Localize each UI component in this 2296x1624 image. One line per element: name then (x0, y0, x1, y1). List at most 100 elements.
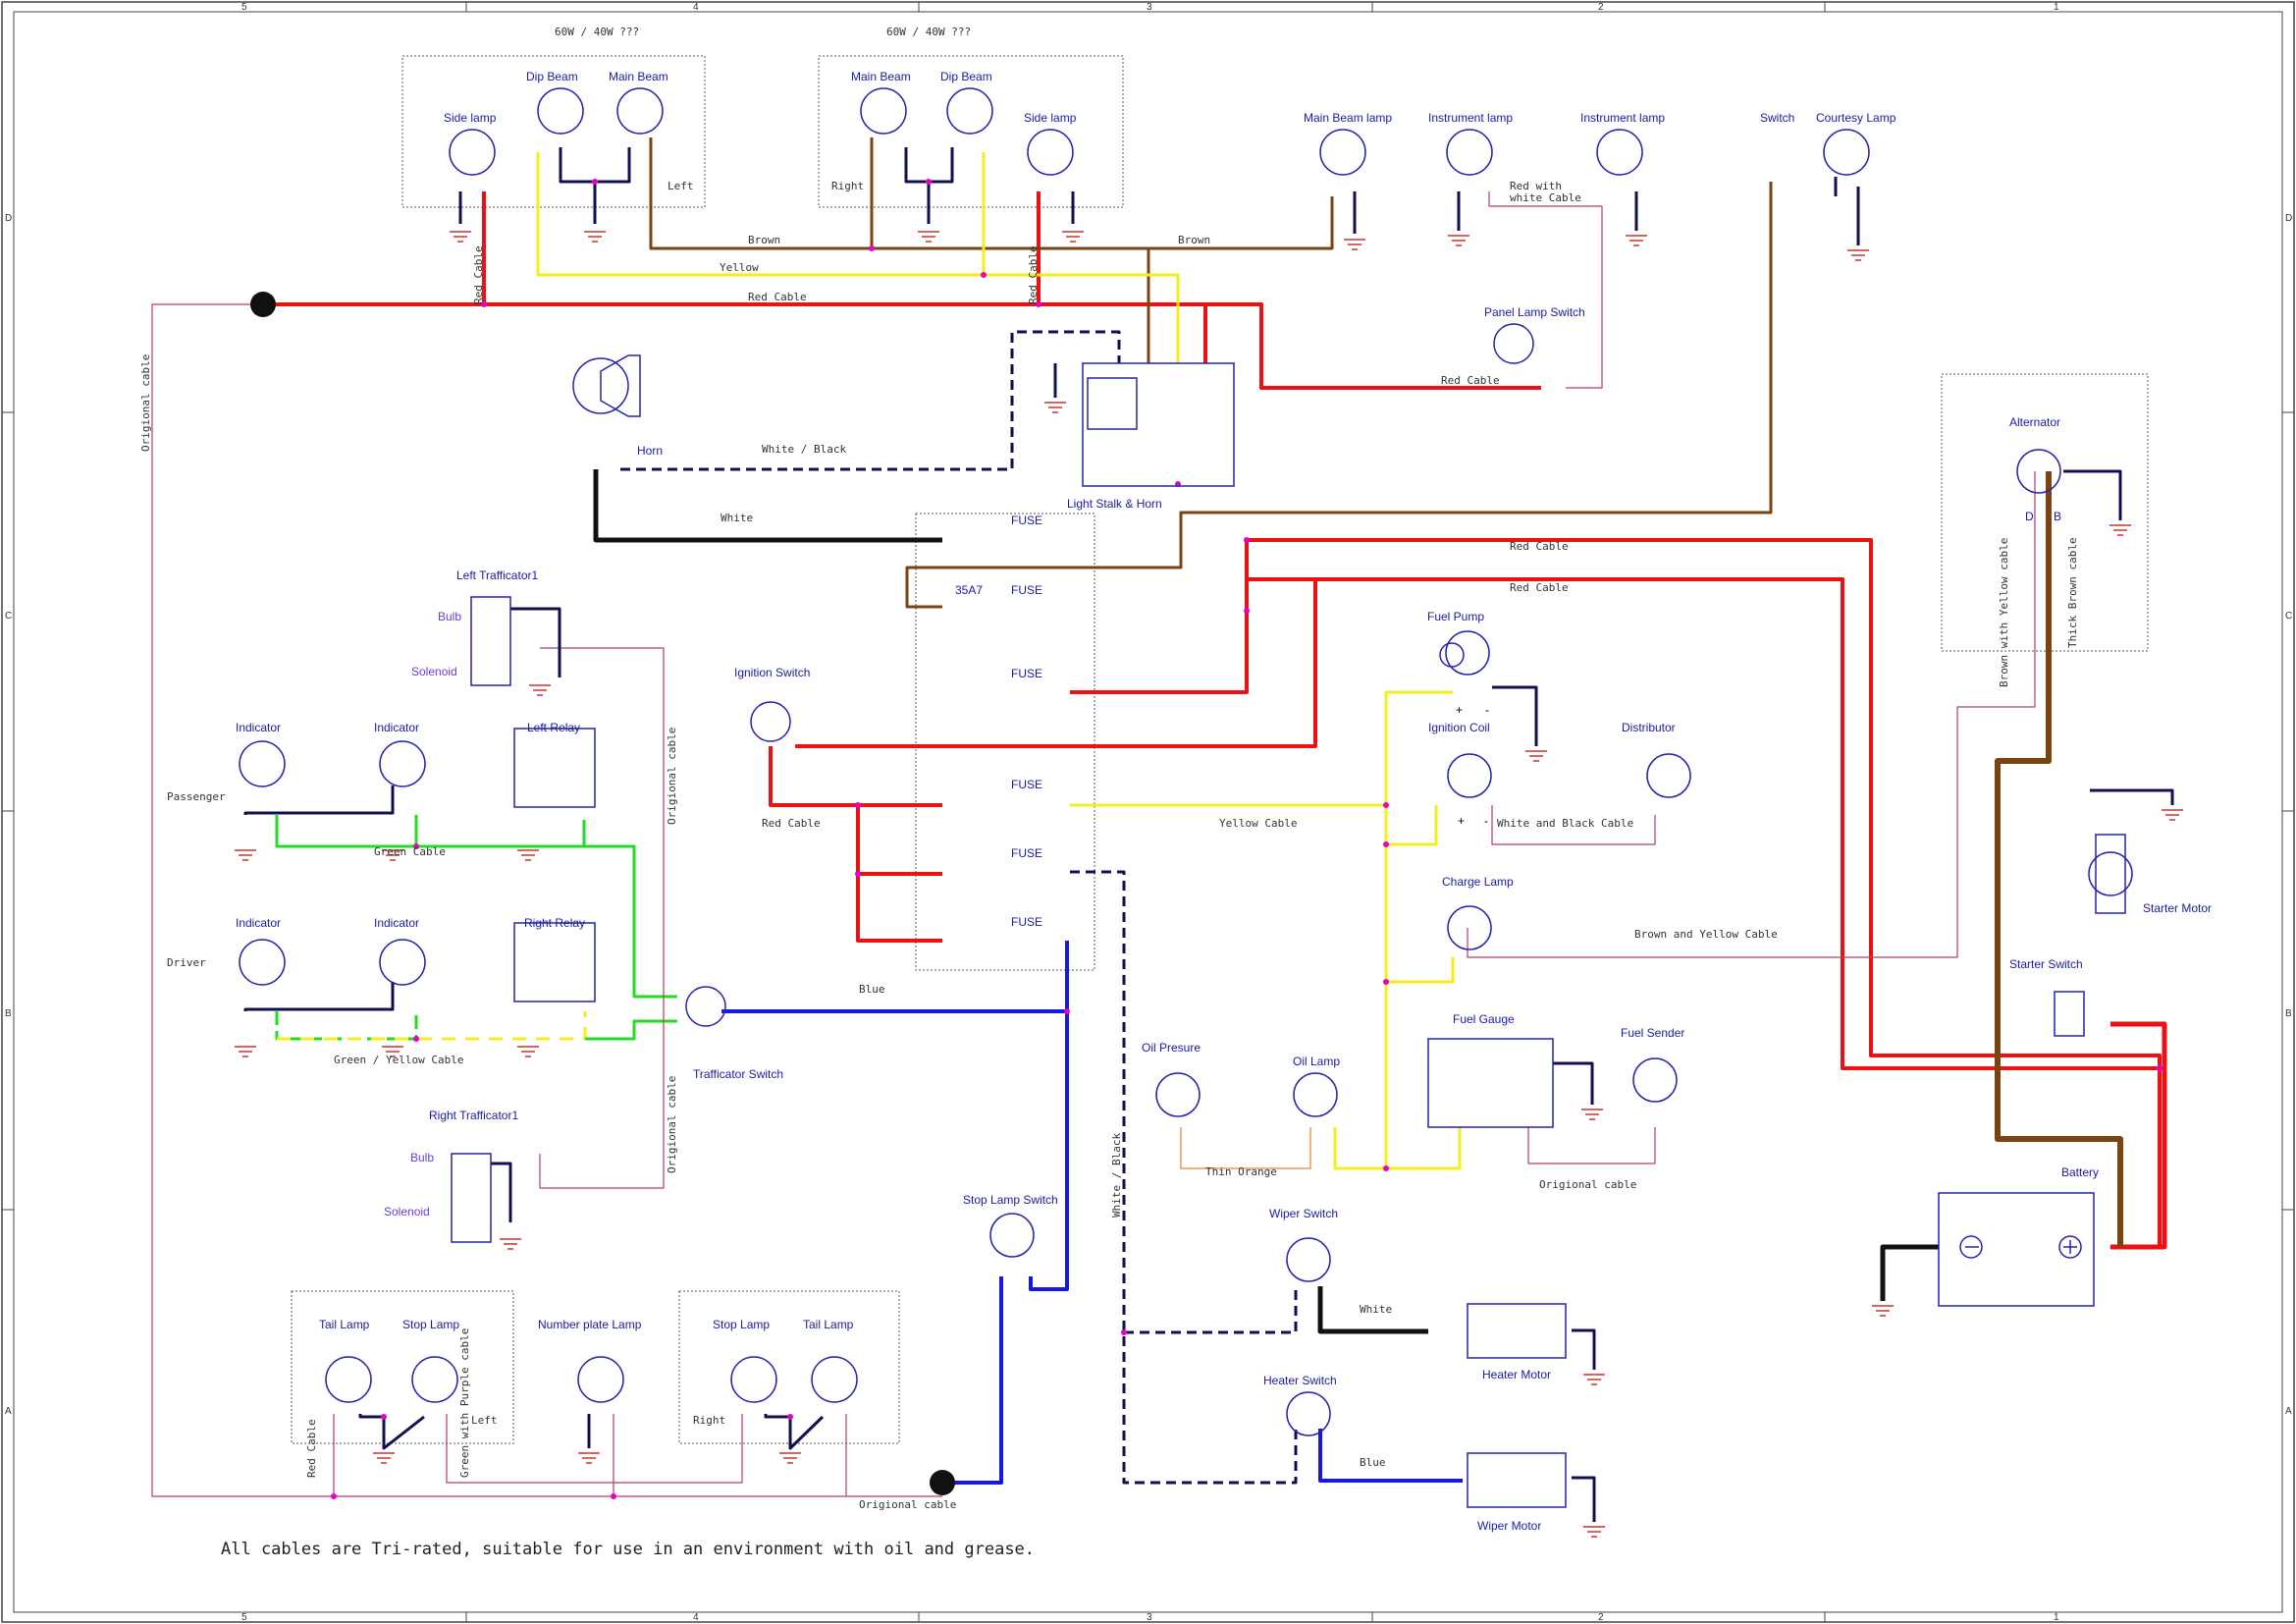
grounds (235, 231, 2183, 1538)
fuse-label: FUSE (1011, 583, 1042, 597)
indicator-label: Indicator (374, 916, 419, 930)
passenger-label: Passenger (167, 790, 226, 803)
cable-original-label: Origional cable (666, 728, 678, 825)
oil-lamp-label: Oil Lamp (1293, 1055, 1340, 1068)
switch-label: Switch (1760, 111, 1794, 125)
bulb-label: Bulb (410, 1151, 434, 1164)
col-label: 1 (2054, 1612, 2059, 1623)
row-label: B (2285, 1008, 2292, 1019)
fuel-pump-plus: + (1456, 703, 1463, 717)
alternator-d: D (2025, 510, 2034, 523)
fuse-label: FUSE (1011, 667, 1042, 680)
heater-switch-label: Heater Switch (1263, 1374, 1337, 1387)
junctions (331, 179, 2163, 1499)
cable-red-label: Red Cable (1027, 245, 1040, 304)
row-label: D (5, 213, 12, 224)
cable-white-black-label: White / Black (762, 443, 846, 456)
cable-red-label: Red Cable (1510, 581, 1569, 594)
cable-red-label: Red Cable (762, 817, 821, 830)
col-label: 2 (1598, 2, 1604, 13)
col-label: 3 (1147, 2, 1152, 13)
cable-white-label: White (721, 512, 753, 524)
indicator-label: Indicator (236, 916, 281, 930)
main-beam-lamp-label: Main Beam lamp (1304, 111, 1392, 125)
driver-label: Driver (167, 956, 206, 969)
group-boxes (291, 55, 2149, 1444)
cable-original-label: Origional cable (666, 1076, 678, 1173)
alternator-label: Alternator (2009, 415, 2060, 429)
wiper-switch-label: Wiper Switch (1269, 1207, 1338, 1220)
cable-red-white-label: white Cable (1510, 191, 1581, 204)
stop-lamp-label: Stop Lamp (713, 1318, 770, 1331)
cable-blue-label: Blue (859, 983, 885, 996)
col-label: 4 (693, 1612, 699, 1623)
cable-yellow-label: Yellow (720, 261, 759, 274)
indicator-label: Indicator (374, 721, 419, 734)
fuel-pump-minus: - (1485, 703, 1489, 717)
cable-white-black-label: White and Black Cable (1497, 817, 1633, 830)
fuse-label: FUSE (1011, 846, 1042, 860)
left-tag: Left (471, 1414, 498, 1427)
col-label: 4 (693, 2, 699, 13)
cable-yellow-label: Yellow Cable (1219, 817, 1297, 830)
instrument-lamp-label: Instrument lamp (1428, 111, 1513, 125)
main-junction-dot (250, 292, 276, 317)
starter-motor-label: Starter Motor (2143, 901, 2212, 915)
col-label: 1 (2054, 2, 2059, 13)
main-beam-left-label: Main Beam (609, 70, 668, 83)
distributor-label: Distributor (1622, 721, 1676, 734)
col-label: 5 (241, 2, 247, 13)
left-relay-label: Left Relay (527, 721, 580, 734)
right-tag: Right (693, 1414, 725, 1427)
horn-label: Horn (637, 444, 663, 458)
row-label: A (2285, 1406, 2292, 1417)
battery-label: Battery (2061, 1165, 2099, 1179)
dip-beam-right-label: Dip Beam (940, 70, 992, 83)
bulb-label: Bulb (438, 610, 461, 623)
header-note-right: 60W / 40W ??? (886, 26, 971, 38)
cable-original-label: Origional cable (1539, 1178, 1636, 1191)
side-lamp-right-label: Side lamp (1024, 111, 1077, 125)
stop-lamp-label: Stop Lamp (402, 1318, 459, 1331)
cable-white-black-label: White / Black (1110, 1133, 1123, 1218)
cable-brown-yellow-label: Brown and Yellow Cable (1634, 928, 1778, 941)
cable-green-yellow-label: Green / Yellow Cable (334, 1054, 463, 1066)
cable-blue-label: Blue (1360, 1456, 1386, 1469)
ignition-coil-label: Ignition Coil (1428, 721, 1490, 734)
fuel-pump-label: Fuel Pump (1427, 610, 1484, 623)
cable-white-label: White (1360, 1303, 1392, 1316)
cable-brown-yellow-label: Brown with Yellow cable (1998, 538, 2010, 687)
coil-minus: - (1484, 814, 1488, 828)
tail-lamp-label: Tail Lamp (319, 1318, 370, 1331)
fuel-sender-label: Fuel Sender (1621, 1026, 1684, 1040)
col-label: 2 (1598, 1612, 1604, 1623)
col-label: 3 (1147, 1612, 1152, 1623)
fuse-label: FUSE (1011, 778, 1042, 791)
row-label: B (5, 1008, 12, 1019)
main-beam-right-label: Main Beam (851, 70, 911, 83)
instrument-lamp-label: Instrument lamp (1580, 111, 1665, 125)
dip-beam-left-label: Dip Beam (526, 70, 578, 83)
wires (151, 137, 2174, 1522)
cable-brown-label: Brown (748, 234, 780, 246)
light-stalk-label: Light Stalk & Horn (1067, 497, 1162, 511)
right-tag: Right (831, 180, 864, 192)
fuse-label: FUSE (1011, 514, 1042, 527)
row-label: C (2285, 611, 2292, 622)
rear-junction-dot (930, 1470, 955, 1495)
cable-red-label: Red Cable (305, 1419, 318, 1478)
cable-green-purple-label: Green with Purple cable (458, 1328, 471, 1478)
coil-plus: + (1458, 814, 1465, 828)
wiper-motor-label: Wiper Motor (1477, 1519, 1541, 1533)
left-tag: Left (667, 180, 694, 192)
footnote: All cables are Tri-rated, suitable for u… (221, 1540, 1035, 1559)
header-note-left: 60W / 40W ??? (555, 26, 639, 38)
right-relay-label: Right Relay (524, 916, 585, 930)
side-lamp-left-label: Side lamp (444, 111, 497, 125)
col-label: 5 (241, 1612, 247, 1623)
ignition-switch-label: Ignition Switch (734, 666, 810, 679)
cable-red-label: Red Cable (1441, 374, 1500, 387)
component-shapes (451, 354, 2126, 1508)
